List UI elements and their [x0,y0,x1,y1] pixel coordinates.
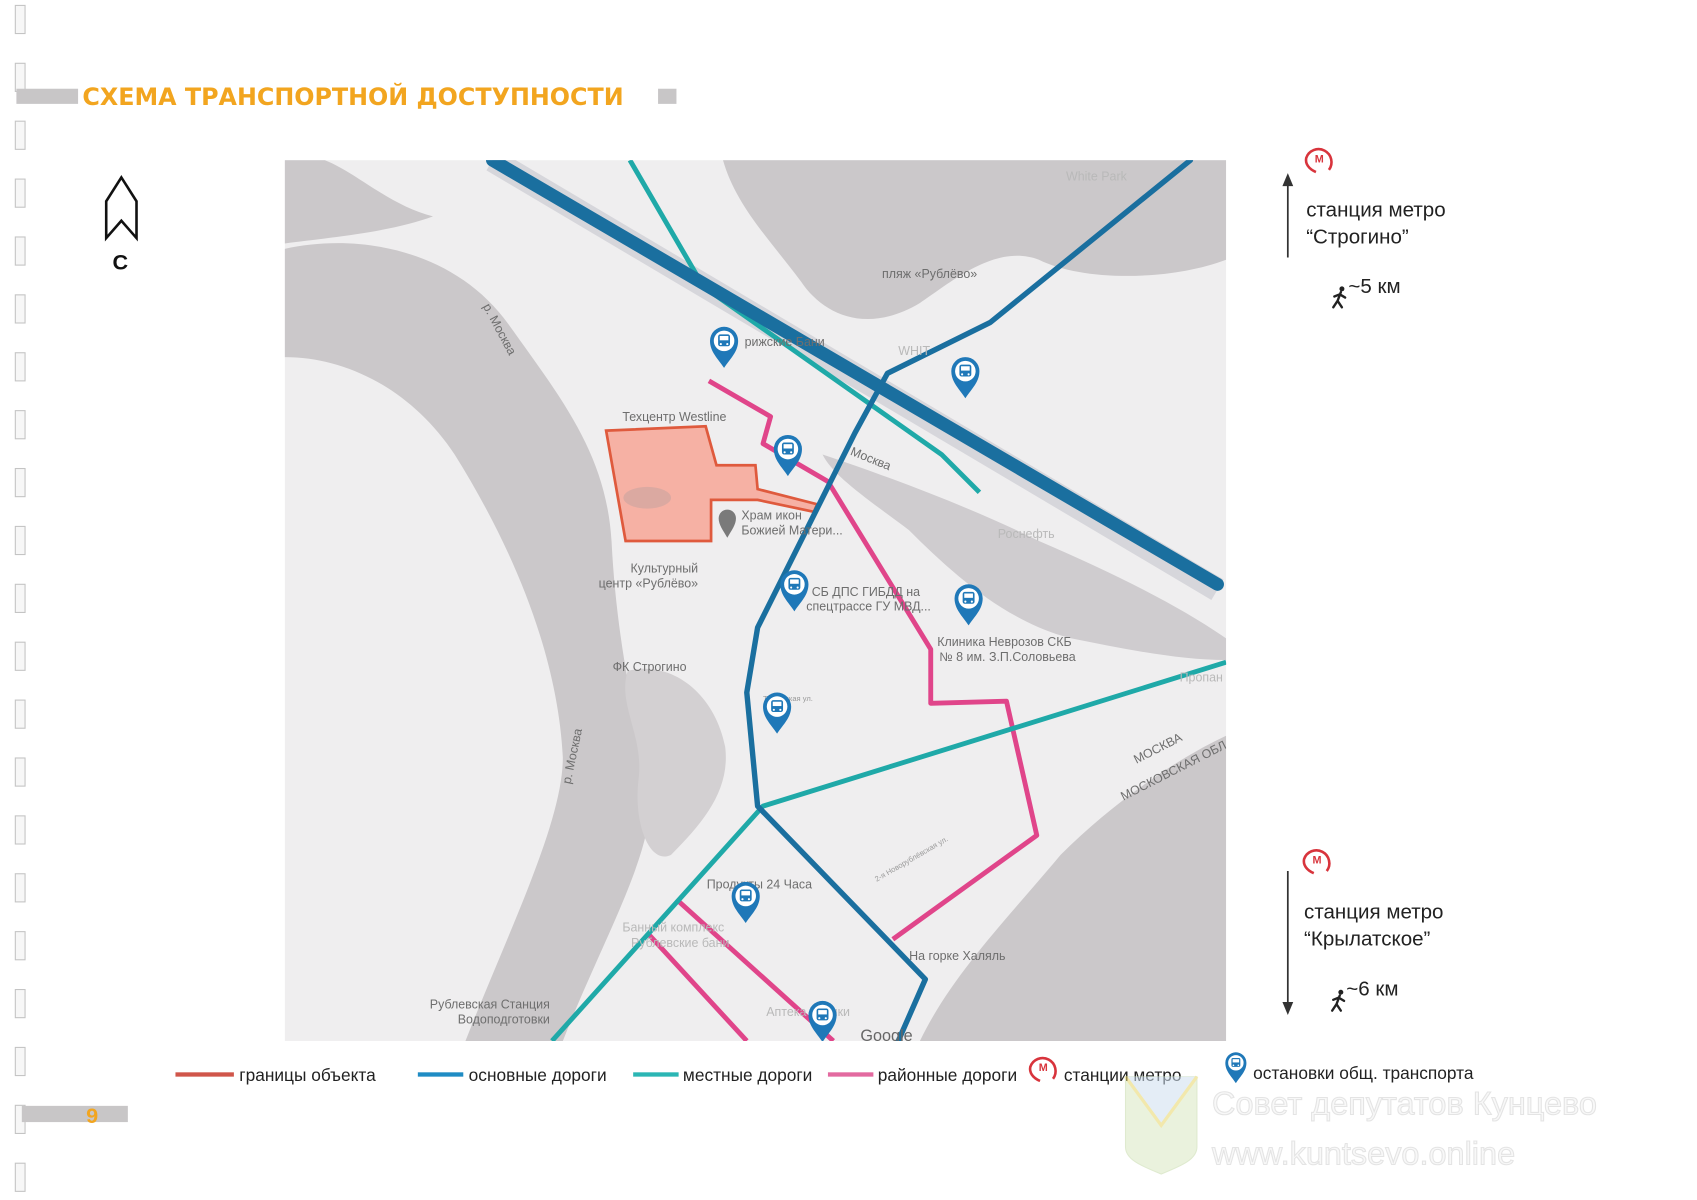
bus-stop-icon [1225,1052,1247,1084]
arrowhead-icon [1282,1001,1294,1015]
binding-hole [14,641,26,671]
poi-label[interactable]: White Park [1066,170,1128,184]
main-roads [486,160,1224,1041]
binding-hole [14,931,26,961]
poi-label[interactable]: ФК Строгино [613,660,687,674]
watermark-title: Совет депутатов Кунцево [1212,1086,1597,1122]
binding-hole [14,699,26,729]
poi-label[interactable]: спецтрассе ГУ МВД... [806,599,931,613]
legend-swatch [633,1072,679,1077]
map[interactable]: White Park пляж «Рублёво» рижские Бани W… [284,160,1232,1045]
poi-label[interactable]: Клиника Неврозов СКБ [937,635,1072,649]
poi-label[interactable]: Банный комплекс [622,921,724,935]
lake-area [625,668,726,857]
metro-icon [1028,1056,1057,1083]
binding-hole [14,583,26,613]
binding-hole [14,988,26,1019]
legend-label: остановки общ. транспорта [1253,1063,1474,1083]
binding-hole [14,178,26,208]
poi-label[interactable]: № 8 им. З.П.Соловьева [939,650,1075,664]
poi-label[interactable]: центр «Рублёво» [599,577,699,591]
poi-label[interactable]: Аптека Улички [766,1005,850,1019]
binding-hole [14,62,26,92]
poi-label[interactable]: Божией Матери... [741,524,842,538]
poi-pin-icon [718,509,736,538]
poi-label[interactable]: Пропан [1180,671,1223,685]
watermark-url: www.kuntsevo.online [1211,1135,1515,1171]
binding-hole [14,1162,26,1192]
poi-label[interactable]: Продукты 24 Часа [707,877,812,891]
walking-icon [1332,285,1347,309]
legend-swatch [417,1072,464,1077]
poi-label[interactable]: На горке Халяль [909,949,1005,963]
watermark: Совет депутатов Кунцево www.kuntsevo.onl… [1124,1075,1598,1175]
walking-icon [1330,988,1346,1012]
arrowhead-icon [1282,173,1294,187]
local-roads [550,160,1227,1041]
legend-label: основные дороги [469,1065,607,1085]
poi-label[interactable]: Водоподготовки [458,1013,550,1027]
legend-label: районные дороги [878,1065,1017,1085]
poi-label[interactable]: Рублевская Станция [430,997,550,1011]
binding-hole [14,236,26,266]
metro-note-line1: станция метро [1304,901,1443,924]
poi-label[interactable]: Роснефть [998,527,1055,541]
poi-label[interactable]: Храм икон [741,508,801,522]
binding-hole [14,815,26,845]
binding-holes [14,4,26,1192]
poi-label[interactable]: Культурный [631,561,699,575]
legend-item-local-roads: местные дороги [633,1065,812,1085]
title-bar-right [658,88,677,104]
metro-note-strogino: станция метро “Строгино” ~5 км [1282,147,1446,309]
legend-item-bus-stops: остановки общ. транспорта [1225,1052,1474,1084]
legend-swatch [175,1072,234,1077]
binding-hole [14,120,26,150]
metro-note-line1: станция метро [1306,198,1445,221]
north-label: С [112,249,128,274]
binding-hole [14,525,26,556]
legend-item-district-roads: районные дороги [827,1065,1017,1085]
walking-distance: ~6 км [1346,977,1398,1000]
metro-icon [1302,849,1331,875]
poi-label[interactable]: Рублевские бани [631,936,729,950]
binding-hole [14,467,26,498]
poi-label[interactable]: рижские Бани [745,335,825,349]
binding-hole [14,1046,26,1077]
legend-item-main-roads: основные дороги [417,1065,607,1085]
binding-hole [14,873,26,903]
binding-hole [14,4,26,35]
page-number: 9 [86,1103,98,1128]
legend-label: границы объекта [239,1065,376,1085]
metro-note-line2: “Строгино” [1306,225,1409,248]
legend: границы объекта основные дороги местные … [175,1052,1474,1085]
page-title: СХЕМА ТРАНСПОРТНОЙ ДОСТУПНОСТИ [82,83,623,111]
binding-hole [14,294,26,324]
park-area [284,160,433,244]
legend-label: местные дороги [683,1065,812,1085]
metro-note-line2: “Крылатское” [1304,928,1430,951]
poi-label[interactable]: Техцентр Westline [622,410,726,424]
object-building [623,486,672,509]
binding-hole [14,757,26,787]
metro-icon [1304,147,1333,174]
north-arrow-icon [104,175,138,242]
poi-label[interactable]: WHIT [898,344,930,358]
google-logo: Google [860,1027,912,1045]
metro-note-krylatskoe: станция метро “Крылатское” ~6 км [1282,849,1443,1015]
district-roads [645,378,1040,1041]
river-moskva [284,243,651,1041]
poi-label[interactable]: СБ ДПС ГИБДД на [812,585,920,599]
binding-hole [14,410,26,440]
legend-item-object-boundary: границы объекта [175,1065,376,1085]
binding-hole [14,352,26,382]
park-area-north [722,160,1227,319]
walking-distance: ~5 км [1348,275,1400,298]
poi-label[interactable]: пляж «Рублёво» [882,267,977,281]
footer-bar [21,1105,128,1123]
title-bar-left [16,88,79,104]
legend-swatch [827,1072,874,1077]
floodplain-area [822,454,1227,661]
krylatskoe-area [919,735,1227,1041]
